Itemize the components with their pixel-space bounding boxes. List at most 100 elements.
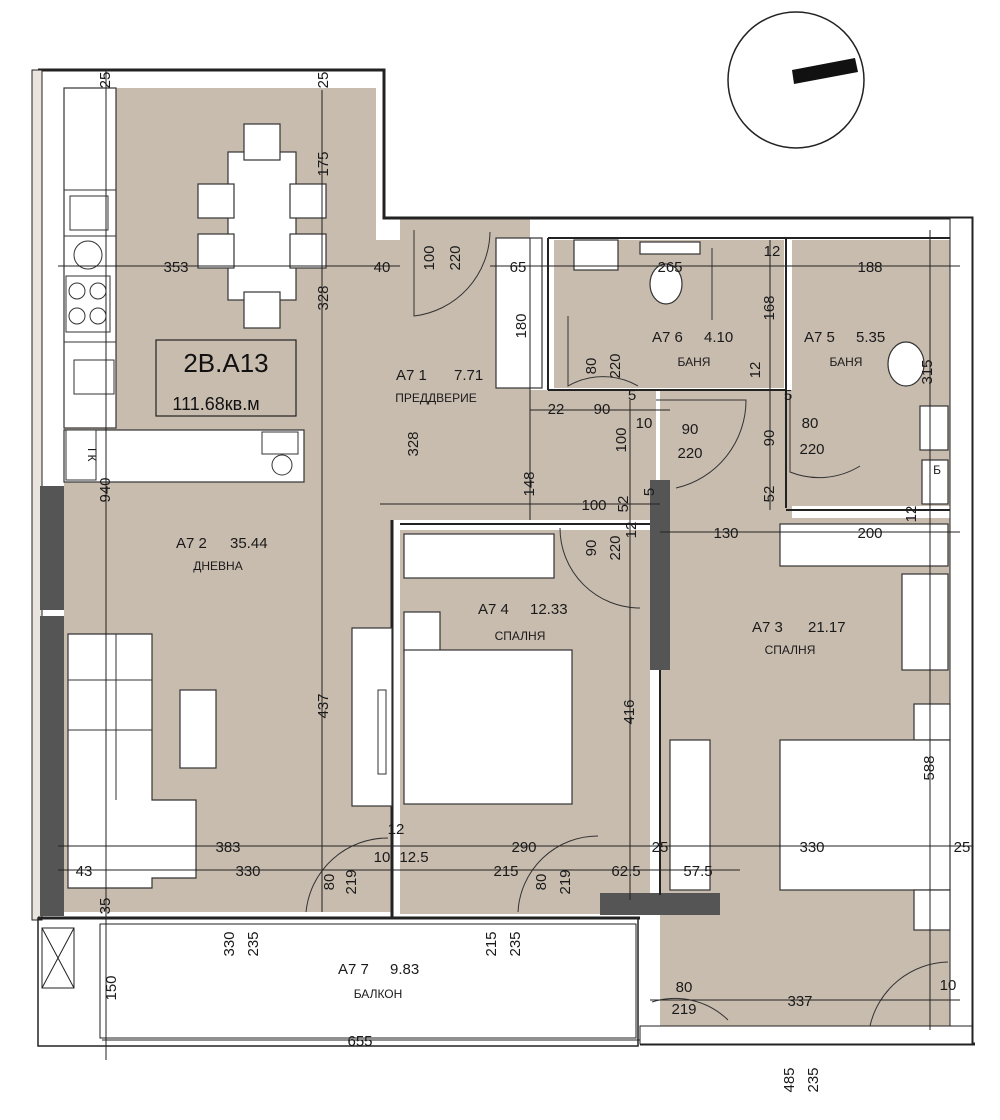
living-name: ДНЕВНА [193,559,242,573]
dim-168: 168 [761,295,778,320]
island-bowl [271,454,293,476]
bottom-column [600,893,720,915]
bed4-number: А7 4 [478,601,509,618]
dim-65: 65 [510,259,527,276]
door-hall-bed3 [656,399,747,489]
dim-12b: 12 [747,362,764,379]
balcony-vent-x2 [41,927,75,989]
bath6-washbasin [573,239,619,271]
dim-219a: 219 [343,869,360,894]
bath6-name: БАНЯ [678,355,711,369]
dim-80c: 80 [321,874,338,891]
bath5-washbasin [919,405,949,451]
bath6-toilet [649,263,683,305]
dim-219c: 219 [671,1001,696,1018]
center-column [650,480,670,670]
fridge [73,359,115,395]
right-wall-band [949,217,973,1045]
dim-80a: 80 [583,358,600,375]
dim-52b: 52 [761,486,778,503]
unit-area: 111.68кв.м [172,394,259,414]
unit-label-box [155,339,297,417]
dim-12c: 12 [903,506,920,523]
coffee-table [179,689,217,769]
chair-left-1 [197,183,235,219]
dim-215a: 215 [493,863,518,880]
dim-437: 437 [315,693,332,718]
dim-148: 148 [521,471,538,496]
living-area: 35.44 [230,535,268,552]
tv [377,689,387,775]
dim-100a: 100 [421,245,438,270]
room-labels: А7 1 7.71 ПРЕДДВЕРИЕ А7 2 35.44 ДНЕВНА А… [176,329,885,1001]
hall-furniture [495,237,543,389]
dining-table [227,151,297,301]
dim-220c: 220 [677,445,702,462]
dim-5a: 5 [628,387,636,404]
dim-416: 416 [621,699,638,724]
nightstand-bed3-1 [913,703,951,741]
dim-330b: 330 [235,863,260,880]
balcony [37,917,639,1047]
unit-code: 2В.А13 [183,348,268,378]
dim-215b: 215 [483,931,500,956]
dim-62-5: 62.5 [611,863,640,880]
left-column-1 [40,486,64,610]
balcony-number: А7 7 [338,961,369,978]
gk-box [65,429,97,481]
dim-150: 150 [103,975,120,1000]
dim-219b: 219 [557,869,574,894]
dim-35: 35 [97,898,114,915]
dim-655: 655 [347,1033,372,1050]
bath6-number: А7 6 [652,329,683,346]
boiler-label: Б [933,463,941,477]
dim-5b: 5 [784,387,792,404]
balcony-name: БАЛКОН [354,987,403,1001]
gk-label: ГК [85,448,99,462]
dim-383: 383 [215,839,240,856]
bath5-name: БАНЯ [830,355,863,369]
dim-80d: 80 [533,874,550,891]
dim-10c: 10 [940,977,957,994]
bath5-fixtures: Б [887,341,949,505]
dim-90d: 90 [583,540,600,557]
bed4-name: СПАЛНЯ [495,629,546,643]
dim-25c: 25 [652,839,669,856]
dim-328b: 328 [405,431,422,456]
hall-lower-floor [486,390,656,520]
dim-180: 180 [513,313,530,338]
sink [69,195,109,231]
dim-100c: 100 [581,497,606,514]
bedroom3-furniture [669,523,951,931]
bed3-area: 21.17 [808,619,846,636]
bed-bed3 [779,739,951,891]
bedroom4-furniture [403,533,573,805]
balcony-outline [37,917,639,1047]
compass [727,11,865,149]
dim-12-5: 12.5 [399,849,428,866]
dim-25a: 25 [97,72,114,89]
dim-10a: 10 [636,415,653,432]
dim-220a: 220 [447,245,464,270]
dim-130: 130 [713,525,738,542]
dimension-texts: 25 25 175 353 40 100 220 65 265 12 188 1… [76,72,971,1093]
dim-485: 485 [781,1067,798,1092]
bottom-wall-band [639,1025,973,1045]
hall-wardrobe [495,237,543,389]
dining-set [197,123,327,329]
balcony-railing [99,923,637,1039]
bath5-area: 5.35 [856,329,885,346]
chair-right-2 [289,233,327,269]
wardrobe-bed4 [403,533,555,579]
dim-328a: 328 [315,285,332,310]
dim-90a: 90 [594,401,611,418]
wardrobe-bed3 [779,523,949,567]
chair-right-1 [289,183,327,219]
dim-235b: 235 [507,931,524,956]
dim-330c: 330 [221,931,238,956]
dim-57-5: 57.5 [683,863,712,880]
hall-name: ПРЕДДВЕРИЕ [395,391,477,405]
hall-area: 7.71 [454,367,483,384]
dim-12e: 12 [388,821,405,838]
